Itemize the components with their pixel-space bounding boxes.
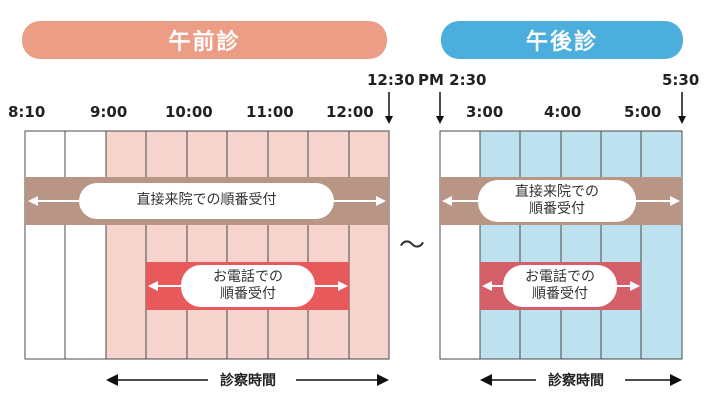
time-afternoon-end: 5:30	[662, 71, 700, 89]
time-label-1200: 12:00	[326, 103, 374, 121]
time-label-0900: 9:00	[90, 103, 128, 121]
time-label-0300: 3:00	[466, 103, 504, 121]
morning-header-label: 午前診	[168, 30, 241, 55]
afternoon-pre-hours	[440, 131, 480, 359]
boundary-down-arrows	[385, 92, 686, 124]
morning-header: 午前診	[22, 21, 387, 59]
phone-label-morning: お電話での 順番受付	[181, 265, 315, 307]
consult-hours-arrows	[106, 374, 682, 386]
afternoon-header-label: 午後診	[525, 30, 598, 55]
time-label-1000: 10:00	[165, 103, 213, 121]
time-label-0810: 8:10	[8, 103, 46, 121]
walk-in-label-morning-text: 直接来院での順番受付	[136, 192, 277, 209]
phone-label-morning-line2: 順番受付	[220, 286, 276, 302]
consult-hours-caption-morning: 診察時間	[220, 373, 276, 389]
phone-label-afternoon: お電話での 順番受付	[503, 265, 617, 307]
separator-tilde: ～	[399, 231, 426, 261]
walk-in-label-morning: 直接来院での順番受付	[79, 183, 334, 219]
consult-hours-caption-afternoon: 診察時間	[548, 373, 604, 389]
time-afternoon-start: PM 2:30	[418, 71, 487, 89]
walk-in-label-afternoon-line1: 直接来院での	[515, 183, 599, 200]
walk-in-label-afternoon-line2: 順番受付	[529, 201, 585, 217]
walk-in-label-afternoon: 直接来院での 順番受付	[478, 180, 636, 222]
phone-label-morning-line1: お電話での	[213, 268, 283, 285]
time-label-1100: 11:00	[246, 103, 294, 121]
afternoon-grid-lines	[439, 130, 683, 360]
time-label-0400: 4:00	[544, 103, 582, 121]
phone-label-afternoon-line1: お電話での	[525, 268, 595, 285]
morning-consult-hours-fill	[106, 131, 389, 359]
afternoon-consult-hours-fill	[480, 131, 682, 359]
phone-label-afternoon-line2: 順番受付	[532, 286, 588, 302]
afternoon-header: 午後診	[441, 21, 683, 59]
time-label-0500: 5:00	[624, 103, 662, 121]
morning-grid-lines	[24, 130, 390, 360]
time-morning-end: 12:30	[367, 71, 415, 89]
